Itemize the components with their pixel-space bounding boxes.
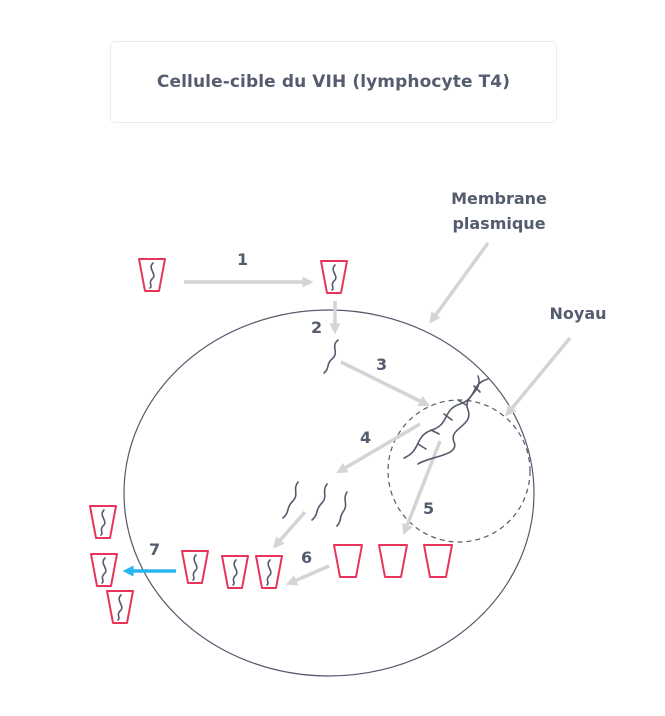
new-rna-3 bbox=[336, 491, 348, 527]
step-number-4: 4 bbox=[360, 428, 371, 447]
membrane-pointer-arrow bbox=[429, 241, 490, 324]
step-number-5: 5 bbox=[423, 499, 434, 518]
step-number-2: 2 bbox=[311, 318, 322, 337]
arrow-step-5 bbox=[402, 440, 442, 536]
arrow-rna-to-assembly bbox=[273, 510, 307, 549]
step-number-6: 6 bbox=[301, 548, 312, 567]
title-box: Cellule-cible du VIH (lymphocyte T4) bbox=[110, 41, 557, 123]
assembled-virus-2 bbox=[221, 555, 249, 589]
arrow-step-6 bbox=[285, 564, 330, 586]
viral-rna-released bbox=[323, 339, 339, 374]
step-number-1: 1 bbox=[237, 250, 248, 269]
arrow-step-3 bbox=[340, 360, 431, 407]
new-rna-1 bbox=[282, 481, 299, 519]
membrane-label-line1: Membrane bbox=[451, 189, 547, 208]
step-number-7: 7 bbox=[149, 540, 160, 559]
step-number-3: 3 bbox=[376, 355, 387, 374]
assembled-virus-1 bbox=[181, 550, 209, 584]
new-capsid-3 bbox=[423, 544, 453, 578]
virus-at-membrane bbox=[320, 260, 348, 294]
released-virus-1 bbox=[89, 505, 117, 539]
integrated-dna-helix bbox=[403, 375, 489, 465]
arrow-step-4 bbox=[336, 422, 421, 474]
released-virus-3 bbox=[106, 590, 134, 624]
new-capsid-2 bbox=[378, 544, 408, 578]
assembled-virus-3 bbox=[255, 555, 283, 589]
new-capsid-1 bbox=[333, 544, 363, 578]
noyau-pointer-arrow bbox=[505, 336, 572, 417]
membrane-label-line2: plasmique bbox=[452, 214, 545, 233]
new-rna-2 bbox=[311, 483, 328, 521]
noyau-label: Noyau bbox=[550, 304, 607, 323]
cell-membrane bbox=[123, 309, 535, 677]
released-virus-2 bbox=[90, 553, 118, 587]
diagram-title: Cellule-cible du VIH (lymphocyte T4) bbox=[156, 72, 511, 92]
virus-outside bbox=[138, 258, 166, 292]
